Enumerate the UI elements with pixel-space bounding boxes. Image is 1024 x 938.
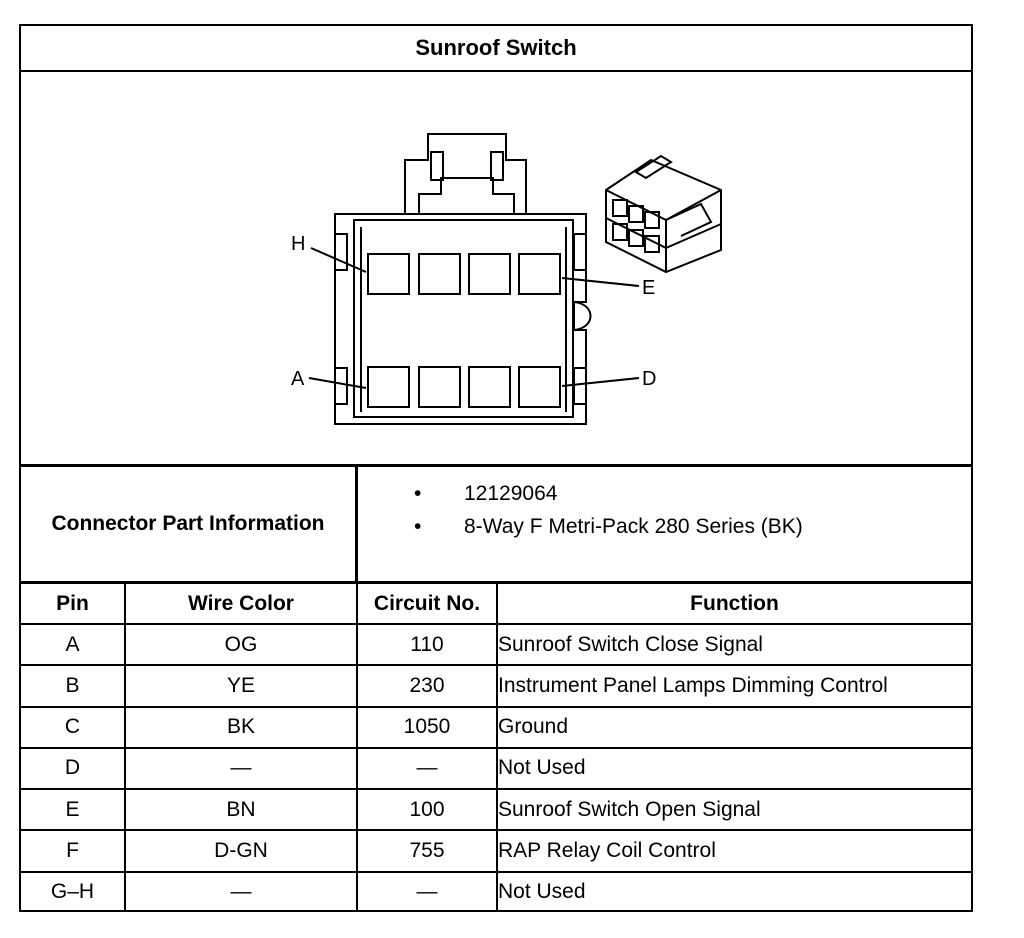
description-text: 8-Way F Metri-Pack 280 Series (BK) [464, 515, 803, 538]
pin-cell: B [21, 664, 126, 708]
circuit-cell: 1050 [356, 705, 498, 749]
function-cell: Sunroof Switch Open Signal [496, 788, 971, 832]
sheet-title: Sunroof Switch [21, 26, 971, 72]
connector-info-list: • 12129064 • 8-Way F Metri-Pack 280 Seri… [358, 467, 971, 584]
table-row: E BN 100 Sunroof Switch Open Signal [21, 788, 971, 832]
function-cell: Ground [496, 705, 971, 749]
pin-cell: E [21, 788, 126, 832]
connector-part-number: • 12129064 [414, 477, 803, 510]
connector-diagram: H E A D [21, 72, 971, 467]
bullet: • [414, 482, 422, 505]
table-row: A OG 110 Sunroof Switch Close Signal [21, 622, 971, 667]
header-wire-color: Wire Color [124, 584, 358, 625]
function-cell: RAP Relay Coil Control [496, 829, 971, 873]
pin-label-h: H [291, 233, 305, 255]
function-cell: Instrument Panel Lamps Dimming Control [496, 664, 971, 708]
pin-label-e: E [642, 277, 655, 299]
header-circuit-no: Circuit No. [356, 584, 498, 625]
part-number-text: 12129064 [464, 482, 558, 505]
pin-label-a: A [291, 368, 305, 390]
connector-description: • 8-Way F Metri-Pack 280 Series (BK) [414, 510, 803, 543]
header-function: Function [496, 584, 971, 625]
pin-cell: G–H [21, 870, 126, 912]
wire-color-cell: BN [124, 788, 358, 832]
circuit-cell: 755 [356, 829, 498, 873]
wire-color-cell: OG [124, 622, 358, 667]
bullet: • [414, 515, 422, 538]
connector-info-label: Connector Part Information [21, 467, 358, 584]
pin-cell: A [21, 622, 126, 667]
table-row: G–H — — Not Used [21, 870, 971, 912]
table-row: D — — Not Used [21, 746, 971, 791]
header-pin: Pin [21, 584, 126, 625]
circuit-cell: 100 [356, 788, 498, 832]
circuit-cell: 110 [356, 622, 498, 667]
pin-cell: C [21, 705, 126, 749]
connector-sheet: Sunroof Switch [19, 24, 973, 912]
pin-cell: F [21, 829, 126, 873]
table-row: C BK 1050 Ground [21, 705, 971, 749]
table-row: F D-GN 755 RAP Relay Coil Control [21, 829, 971, 873]
function-cell: Sunroof Switch Close Signal [496, 622, 971, 667]
function-cell: Not Used [496, 870, 971, 912]
pin-cell: D [21, 746, 126, 791]
table-row: B YE 230 Instrument Panel Lamps Dimming … [21, 664, 971, 708]
table-header-row: Pin Wire Color Circuit No. Function [21, 584, 971, 625]
wire-color-cell: — [124, 870, 358, 912]
wire-color-cell: — [124, 746, 358, 791]
circuit-cell: — [356, 870, 498, 912]
function-cell: Not Used [496, 746, 971, 791]
wire-color-cell: YE [124, 664, 358, 708]
wire-color-cell: D-GN [124, 829, 358, 873]
pinout-table: Pin Wire Color Circuit No. Function A OG… [21, 584, 971, 912]
circuit-cell: 230 [356, 664, 498, 708]
pin-label-d: D [642, 368, 656, 390]
circuit-cell: — [356, 746, 498, 791]
wire-color-cell: BK [124, 705, 358, 749]
connector-face-drawing: H E A D [291, 133, 722, 425]
